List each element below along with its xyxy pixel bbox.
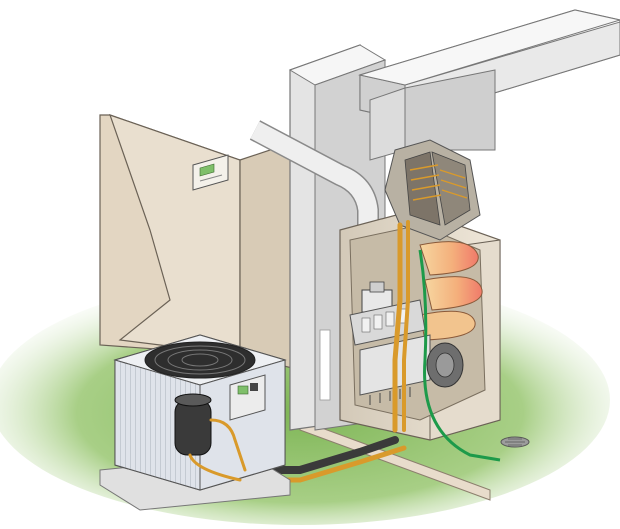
furnace-heat-exchanger bbox=[419, 241, 483, 341]
thermostat-screen bbox=[199, 163, 215, 177]
house-wall bbox=[99, 114, 301, 371]
gas-supply-line bbox=[418, 249, 501, 462]
condenser-fan bbox=[144, 341, 256, 379]
condenser-control-panel bbox=[229, 374, 266, 421]
supply-air-duct bbox=[358, 9, 620, 161]
floor-drain bbox=[500, 436, 530, 448]
thermostat bbox=[192, 154, 229, 191]
compressor bbox=[174, 393, 212, 456]
refrigerant-lines-condenser bbox=[188, 418, 247, 482]
exhaust-vent-pipe bbox=[249, 120, 379, 245]
refrigerant-lines-furnace bbox=[392, 220, 410, 433]
evaporator-coil bbox=[384, 139, 481, 241]
